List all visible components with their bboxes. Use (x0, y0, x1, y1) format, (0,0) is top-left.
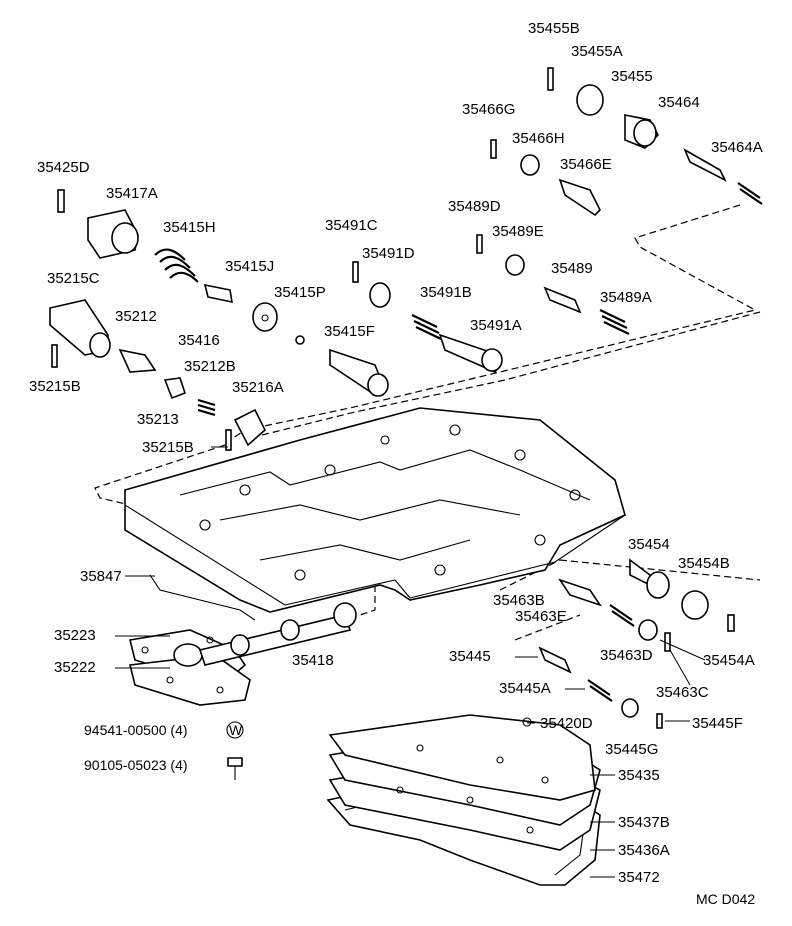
upper-right-components (490, 67, 763, 217)
label: 35463C (656, 684, 709, 701)
label: 35464A (711, 139, 763, 156)
fastener-symbols: W (226, 721, 244, 780)
label: 35222 (54, 659, 96, 676)
label: 35445G (605, 741, 658, 758)
label: 35212 (115, 308, 157, 325)
label: 35489 (551, 260, 593, 277)
part-labels: 35455B 35455A 35455 35466G 35464 35466H … (29, 20, 763, 907)
lower-right-components (522, 558, 735, 729)
label: 35489A (600, 289, 652, 306)
label: 35425D (37, 159, 90, 176)
label: 35445F (692, 715, 743, 732)
label: 35454 (628, 536, 670, 553)
label: 35420D (540, 715, 593, 732)
label-bolt-washer: 94541-00500 (4) (84, 722, 188, 738)
label: 35415P (274, 284, 326, 301)
label: 35436A (618, 842, 670, 859)
label: 35472 (618, 869, 660, 886)
label: 35489D (448, 198, 501, 215)
label: 35464 (658, 94, 700, 111)
label: 35455A (571, 43, 623, 60)
label: 35415F (324, 323, 375, 340)
label: 35415H (163, 219, 216, 236)
valve-body-upper (124, 407, 626, 613)
label: 35491B (420, 284, 472, 301)
leader-lines (115, 446, 706, 878)
upper-left-components (49, 189, 305, 451)
label: 35847 (80, 568, 122, 585)
upper-middle-components (329, 234, 630, 397)
label: 35445A (499, 680, 551, 697)
label: 35466E (560, 156, 612, 173)
label: 35223 (54, 627, 96, 644)
label: 35415J (225, 258, 274, 275)
bolt-icon (227, 757, 243, 767)
label: 35437B (618, 814, 670, 831)
label: 35463D (600, 647, 653, 664)
label: 35212B (184, 358, 236, 375)
label: 35491C (325, 217, 378, 234)
shaft-35418 (198, 602, 357, 666)
label: 35416 (178, 332, 220, 349)
label: 35455B (528, 20, 580, 37)
rod-35847 (149, 574, 256, 621)
label: 35418 (292, 652, 334, 669)
label: 35463B (493, 592, 545, 609)
label: 35454A (703, 652, 755, 669)
label: 35213 (137, 411, 179, 428)
washer-symbol: W (229, 722, 243, 738)
label: 35215B (142, 439, 194, 456)
separator-plates (326, 714, 601, 886)
label: 35463E (515, 608, 567, 625)
label: 35491D (362, 245, 415, 262)
label: 35466G (462, 101, 515, 118)
label: 35466H (512, 130, 565, 147)
label: 35489E (492, 223, 544, 240)
label: 35454B (678, 555, 730, 572)
label: 35215C (47, 270, 100, 287)
label: 35417A (106, 185, 158, 202)
label: 35445 (449, 648, 491, 665)
washer-icon (226, 721, 244, 739)
label: 35455 (611, 68, 653, 85)
label: 35215B (29, 378, 81, 395)
label: 35435 (618, 767, 660, 784)
dashed-guide-lines (94, 204, 761, 641)
label-bolt: 90105-05023 (4) (84, 757, 188, 773)
label: 35216A (232, 379, 284, 396)
label: 35491A (470, 317, 522, 334)
diagram-code: MC D042 (696, 891, 755, 907)
